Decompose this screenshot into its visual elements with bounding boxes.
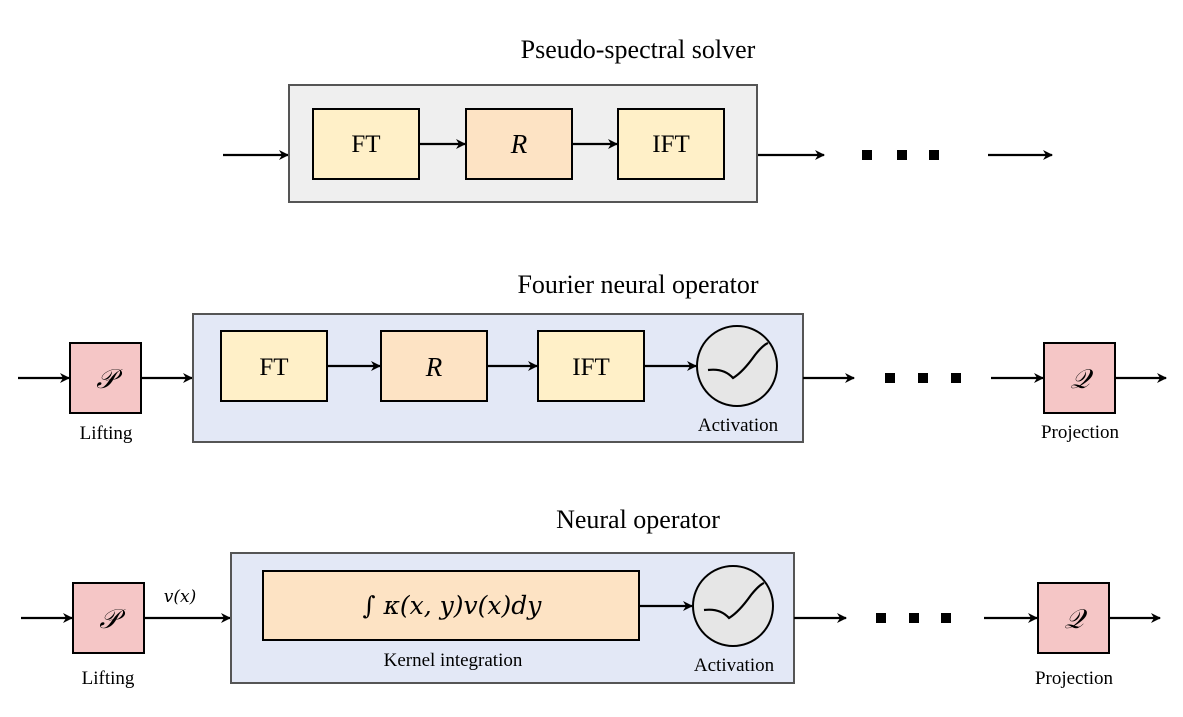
solver-row: Pseudo-spectral solver FT R IFT [223,35,1053,203]
solver-ft-block [312,108,420,180]
neural-activation-label: Activation [694,655,775,676]
fno-activation-icon [696,325,778,407]
fno-lifting-label: Lifting [80,423,133,444]
solver-r-block [465,108,573,180]
solver-r-label: R [510,129,528,159]
fno-ift-label: IFT [572,354,610,381]
fno-title: Fourier neural operator [517,270,758,299]
kernel-integration-block [262,570,640,641]
fno-activation-label: Activation [698,415,779,436]
solver-ellipsis [862,150,939,160]
kernel-formula: ∫ κ(x, y)v(x)dy [363,591,543,620]
fno-ift-block [537,330,645,402]
neural-row: Neural operator 𝒫 Lifting v(x) ∫ κ(x, y)… [21,505,1161,689]
neural-lifting-label: Lifting [82,668,135,689]
neural-lifting-block [72,582,145,654]
fno-ellipsis [885,373,961,383]
neural-projection-block [1037,582,1110,654]
solver-ift-block [617,108,725,180]
solver-ft-label: FT [351,131,380,158]
fno-lifting-block [69,342,142,414]
fno-ft-label: FT [259,354,288,381]
kernel-integration-label: Kernel integration [384,650,523,671]
neural-edge-label: v(x) [164,587,196,607]
solver-title: Pseudo-spectral solver [521,35,756,64]
fno-projection-label: Projection [1041,422,1120,443]
solver-ift-label: IFT [652,131,690,158]
neural-title: Neural operator [556,505,720,534]
fno-row: Fourier neural operator 𝒫 Lifting FT R I… [18,270,1167,444]
fno-r-label: R [425,352,443,382]
neural-ellipsis [876,613,951,623]
neural-activation-icon [692,565,774,647]
neural-projection-label: Projection [1035,668,1114,689]
fno-ft-block [220,330,328,402]
